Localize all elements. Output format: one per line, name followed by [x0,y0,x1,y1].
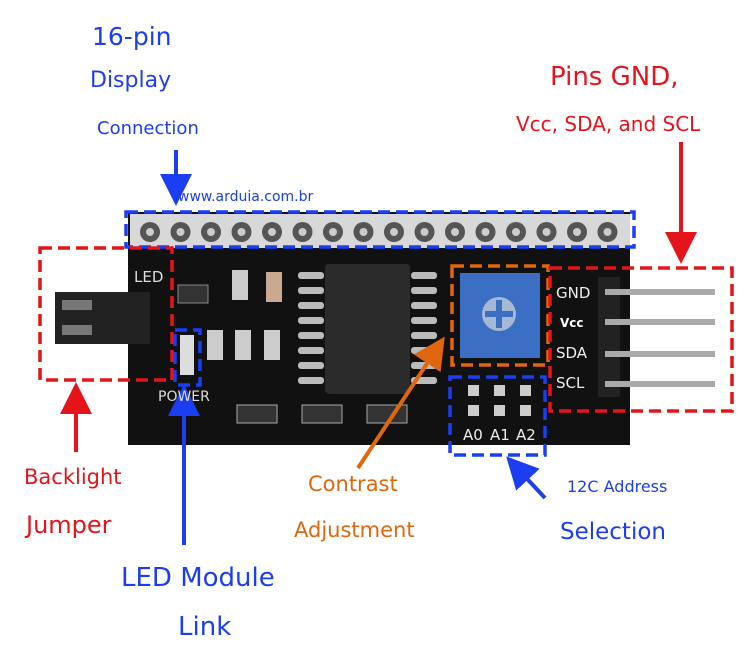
silk-scl: SCL [556,374,585,392]
display-pins-highlight [124,210,636,249]
display-pin-center [603,228,612,236]
display-pin-center [420,228,429,236]
display-pin-center [359,228,368,236]
address-pad [468,405,479,416]
label-address: 12C Address [567,477,668,496]
label-adjustment: Adjustment [294,518,415,542]
arrow-address [506,456,547,500]
label-connection: Connection [97,118,199,139]
address-pad [494,405,505,416]
display-pin-center [298,228,307,236]
silk-gnd: GND [556,284,591,302]
label-selection: Selection [560,519,666,545]
ic-pin [411,302,437,309]
ic-pin [298,362,324,369]
address-highlight [448,375,547,457]
display-pin-center [268,228,276,236]
display-pin-center [207,228,215,236]
header-pin [605,289,715,295]
ic-pin [298,272,324,279]
arrow-contrast [356,336,445,470]
display-pin-center [451,228,459,236]
display-pins [140,222,618,242]
label-jumper: Jumper [26,511,112,539]
ic-pin [298,332,324,339]
ic-pin [411,332,437,339]
i2c-header [598,277,620,397]
header-pin [605,351,715,357]
display-pin-center [146,228,154,236]
header-pin [605,381,715,387]
label-pins-gnd: Pins GND, [550,62,679,92]
label-led-module: LED Module [121,563,275,593]
ic-pin [298,302,324,309]
label-link: Link [178,612,232,642]
display-pin-center [390,228,398,236]
ic-pin [411,272,437,279]
display-pin-center [481,228,490,236]
watermark: www.arduia.com.br [178,189,314,205]
contrast-highlight [450,264,550,367]
display-pin-center [573,228,581,236]
silk-sda: SDA [556,344,588,362]
label-contrast: Contrast [308,472,398,496]
ic-pin [298,377,324,384]
silk-a1: A1 [490,426,510,444]
display-pin-center [512,228,520,236]
header-pin [605,319,715,325]
ic-pin [411,317,437,324]
label-vcc-sda-scl: Vcc, SDA, and SCL [516,112,701,136]
address-pad [494,385,505,396]
silk-power: POWER [158,389,210,405]
ic-pin [298,347,324,354]
i2c-pins-highlight [548,266,734,413]
ic-pin [298,317,324,324]
backlight-highlight [38,246,174,382]
ic-chip [325,264,410,394]
label-display: Display [90,68,172,93]
silk-led: LED [134,268,164,286]
silk-vcc: Vcc [560,316,584,330]
silk-a2: A2 [516,426,536,444]
address-pad [468,385,479,396]
display-pin-center [329,228,337,236]
address-pad [520,385,531,396]
label-backlight: Backlight [24,465,122,489]
jumper [55,292,150,344]
ic-pin [298,287,324,294]
label-16-pin: 16-pin [92,22,172,51]
silk-a0: A0 [463,426,483,444]
ic-pin [411,287,437,294]
display-pin-center [176,228,185,236]
display-pin-center [237,228,246,236]
display-pin-center [542,228,551,236]
address-pad [520,405,531,416]
